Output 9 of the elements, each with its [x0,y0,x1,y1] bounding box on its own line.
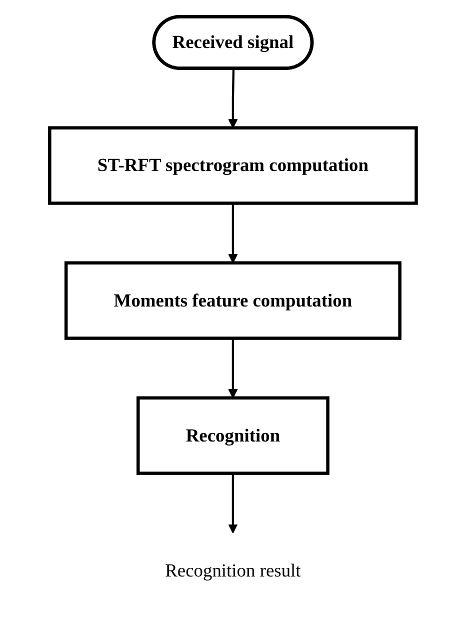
process-box: ST-RFT spectrogram computation [48,126,418,205]
process-box: Moments feature computation [64,261,401,340]
arrow [228,68,238,128]
process-box: Recognition [136,396,329,475]
arrow [228,473,238,534]
arrow [228,203,238,264]
terminal-shape: Received signal [152,15,314,70]
output-text: Recognition result [164,560,300,581]
arrow [228,338,238,398]
